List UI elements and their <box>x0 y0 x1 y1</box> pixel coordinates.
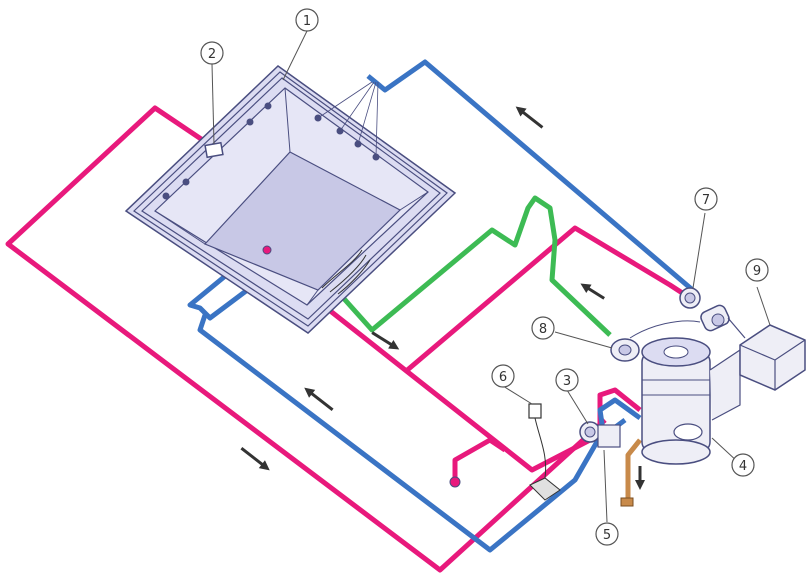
blue-pipe-skimmer <box>187 266 260 321</box>
svg-text:1: 1 <box>303 14 311 29</box>
flow-arrow-center <box>371 331 400 350</box>
flow-arrow-drain <box>635 466 645 490</box>
hot-tub <box>124 65 457 334</box>
svg-text:2: 2 <box>208 47 216 62</box>
callout-8: 8 <box>531 316 555 340</box>
flow-arrows <box>240 106 645 490</box>
callout-9: 9 <box>745 258 769 282</box>
flow-arrow-top <box>515 106 544 129</box>
blue-pipe-return <box>197 314 627 553</box>
drain-outlet <box>620 497 634 507</box>
floor-drain-fitting <box>449 476 461 488</box>
skimmer <box>204 141 224 159</box>
svg-text:9: 9 <box>753 264 761 279</box>
callout-6: 6 <box>491 364 515 388</box>
control-box <box>739 324 806 391</box>
svg-text:3: 3 <box>563 374 571 389</box>
pink-pipe-pump-return <box>403 225 692 374</box>
svg-text:5: 5 <box>603 528 611 543</box>
air-blower <box>610 320 701 362</box>
callout-4: 4 <box>731 453 755 477</box>
svg-text:6: 6 <box>499 370 507 385</box>
brown-drain-pipe <box>625 438 642 500</box>
callout-7: 7 <box>694 187 718 211</box>
callout-2: 2 <box>200 41 224 65</box>
blue-pipe-jet-supply <box>366 59 697 294</box>
svg-text:8: 8 <box>539 322 547 337</box>
pink-pipe-outer-loop <box>5 105 607 573</box>
filter-heater-unit <box>641 337 741 465</box>
pressure-switch <box>528 403 561 501</box>
green-air-line <box>336 195 612 337</box>
svg-text:7: 7 <box>702 193 710 208</box>
callout-1: 1 <box>295 8 319 32</box>
pink-pipe-branch <box>452 437 507 480</box>
flow-arrow-blue-return <box>304 387 334 412</box>
svg-text:4: 4 <box>739 459 747 474</box>
callout-3: 3 <box>555 368 579 392</box>
flow-arrow-green <box>580 283 605 300</box>
flow-arrow-bottom-left <box>240 446 270 471</box>
valve-assembly <box>579 421 621 448</box>
callout-5: 5 <box>595 522 619 546</box>
circulation-pump <box>679 287 746 339</box>
